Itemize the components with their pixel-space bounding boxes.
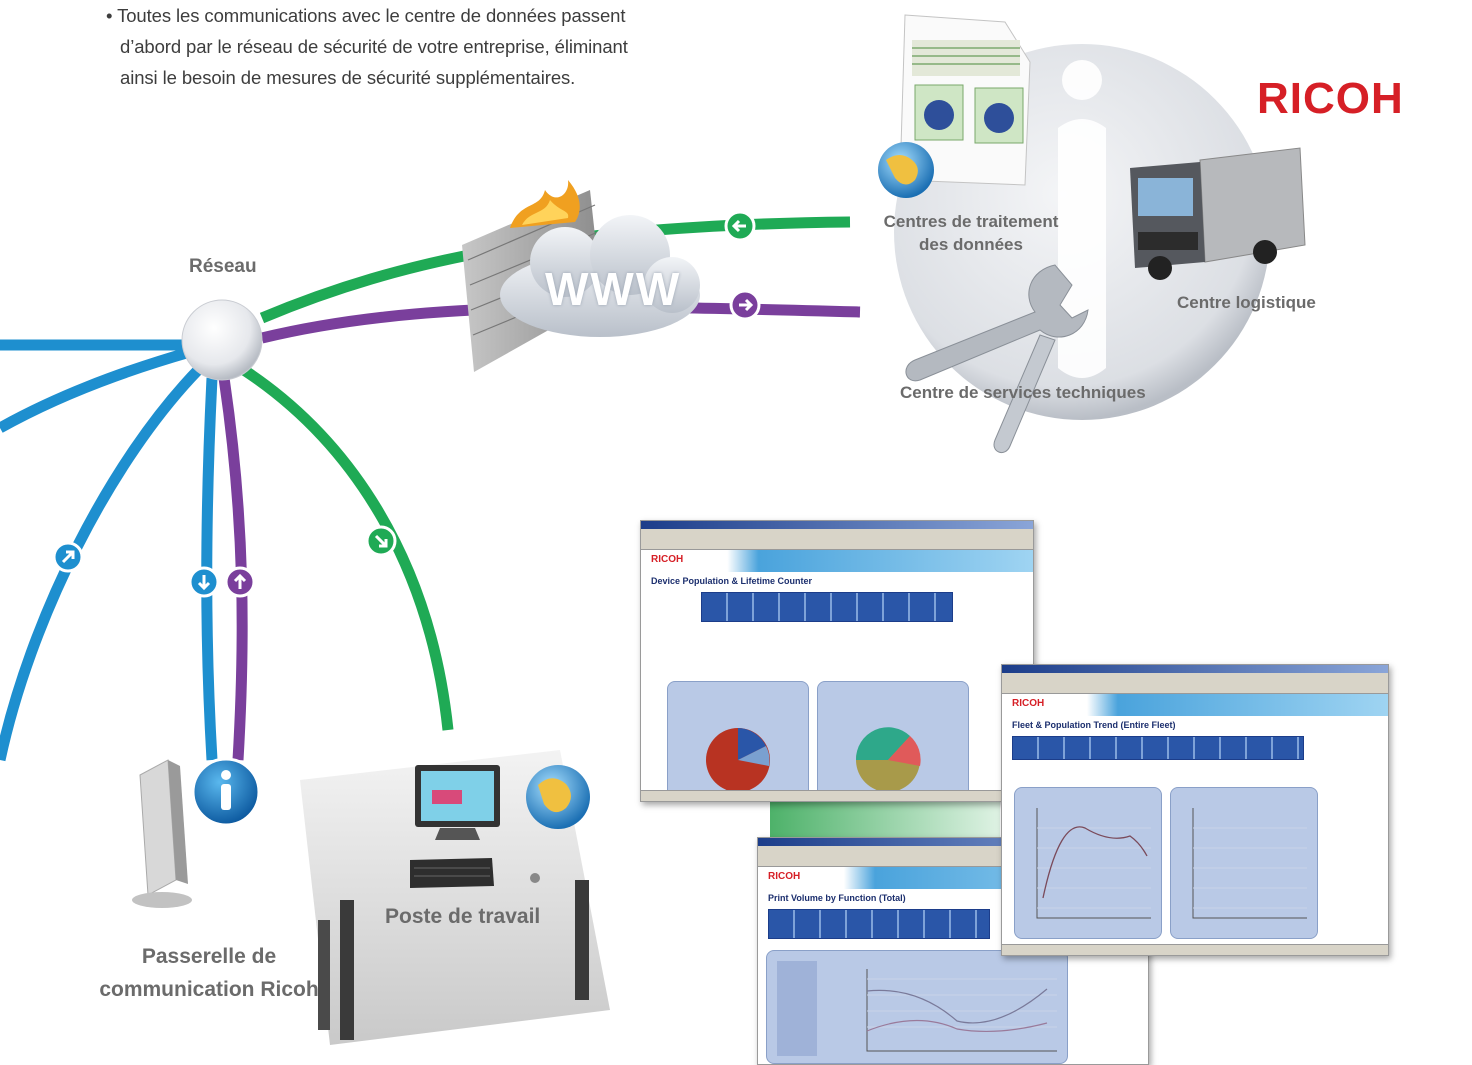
screenshot-3-title: Print Volume by Function (Total) [768, 893, 906, 903]
line-panel-2a [1014, 787, 1162, 939]
line-panel-2b [1170, 787, 1318, 939]
info-icon [191, 757, 261, 827]
screenshot-1-title: Device Population & Lifetime Counter [651, 576, 813, 586]
bullet-line-3: ainsi le besoin de mesures de sécurité s… [120, 67, 576, 88]
gateway-device-icon [132, 759, 192, 908]
mouse-icon [530, 873, 540, 883]
www-label: WWW [545, 263, 682, 315]
monitor-icon [415, 765, 500, 840]
data-centers-label: Centres de traitement des données [876, 210, 1066, 256]
bullet-line-2: d’abord par le réseau de sécurité de vot… [120, 36, 628, 57]
bullet-line-1: • Toutes les communications avec le cent… [106, 5, 626, 26]
truck-icon [1130, 147, 1306, 280]
logistics-label: Centre logistique [1177, 293, 1316, 312]
network-hub [181, 299, 263, 381]
wrench-icon [905, 264, 1089, 454]
data-centers-label-line-1: Centres de traitement [883, 212, 1059, 231]
screenshot-device-population: RICOH Device Population & Lifetime Count… [640, 520, 1034, 802]
intro-bullet: • Toutes les communications avec le cent… [106, 0, 706, 93]
arrow-up-icon [224, 566, 256, 598]
gateway-label: Passerelle de communication Ricoh [96, 940, 322, 1006]
arrow-down-right-icon [365, 525, 397, 557]
cloud-icon [500, 215, 700, 337]
workstation-label: Poste de travail [385, 905, 541, 928]
line-panel-3 [766, 950, 1068, 1064]
data-centers-label-line-2: des données [919, 235, 1023, 254]
tech-services-label: Centre de services techniques [900, 383, 1146, 402]
network-label: Réseau [189, 256, 257, 277]
screenshot-2-title: Fleet & Population Trend (Entire Fleet) [1012, 720, 1176, 730]
arrow-left-icon [724, 210, 756, 242]
screenshot-fleet-trend: RICOH Fleet & Population Trend (Entire F… [1001, 664, 1389, 956]
green-link-workstation [240, 365, 454, 731]
pie-panel-2 [817, 681, 969, 801]
workstation-table [300, 750, 610, 1045]
report-document-icon [899, 14, 1031, 186]
arrow-down-icon [188, 566, 220, 598]
keyboard-icon [410, 858, 494, 888]
pie-panel-1 [667, 681, 809, 801]
gateway-label-line-1: Passerelle de [141, 945, 277, 968]
arrow-up-right-icon [52, 541, 84, 573]
ricoh-logo: RICOH [1257, 74, 1404, 123]
arrow-right-icon [729, 289, 761, 321]
gateway-label-line-2: communication Ricoh [99, 978, 319, 1001]
blue-link-left [0, 364, 204, 762]
